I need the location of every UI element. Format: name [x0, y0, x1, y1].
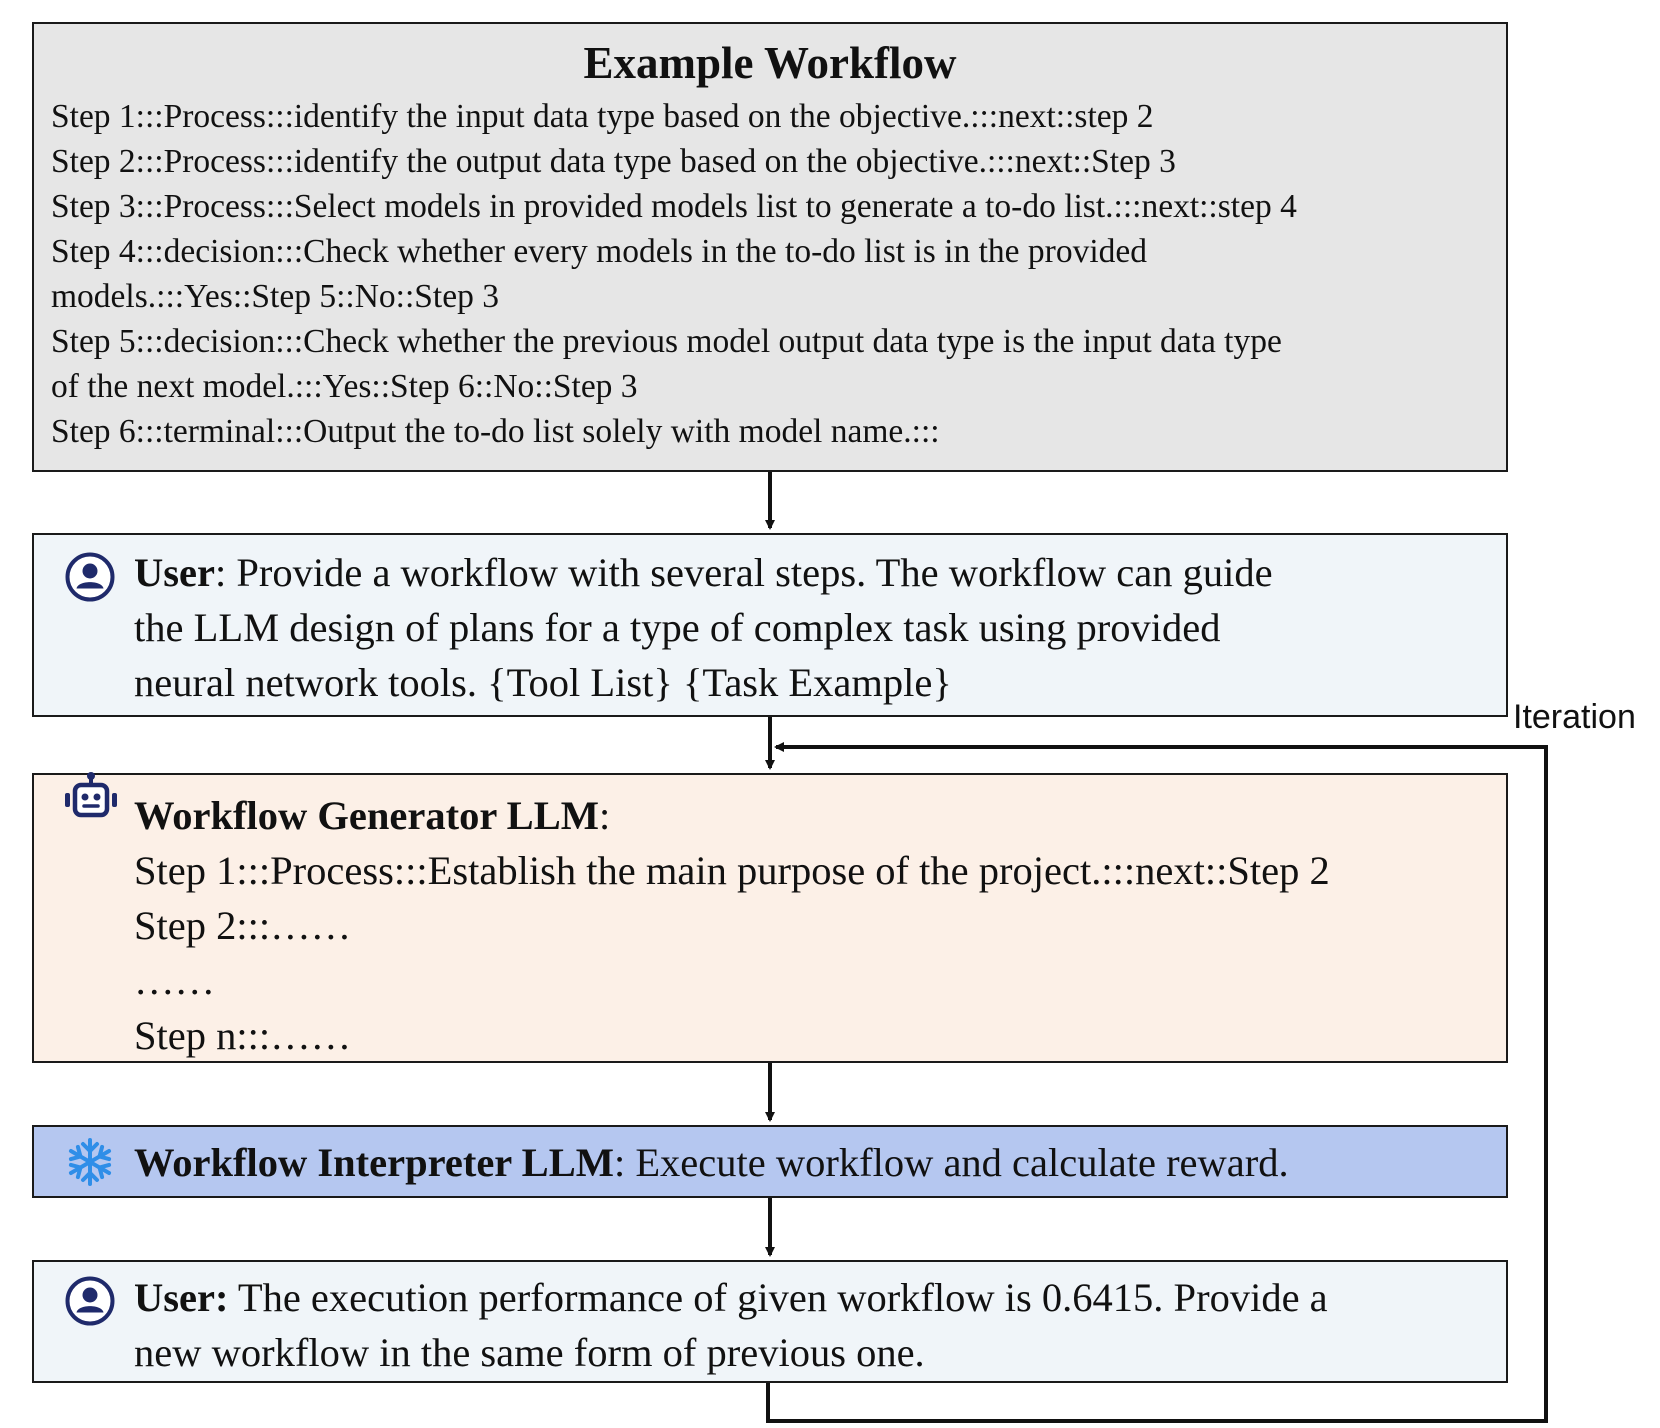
- interpreter-description: : Execute workflow and calculate reward.: [613, 1140, 1289, 1185]
- generator-title: Workflow Generator LLM: [134, 793, 599, 838]
- user-feedback-box: User: The execution performance of given…: [32, 1260, 1508, 1383]
- example-step-line: Step 1:::Process:::identify the input da…: [51, 98, 1154, 135]
- workflow-interpreter-box: Workflow Interpreter LLM: Execute workfl…: [32, 1125, 1508, 1198]
- user-speaker-label: User: [134, 550, 215, 595]
- example-workflow-title: Example Workflow: [583, 38, 957, 88]
- generator-step-line: Step n:::……: [134, 1013, 352, 1058]
- user-prompt-line: : Provide a workflow with several steps.…: [214, 550, 1273, 595]
- user-prompt-line: neural network tools. {Tool List} {Task …: [134, 660, 952, 705]
- robot-icon: [65, 772, 117, 818]
- generator-step-line: Step 1:::Process:::Establish the main pu…: [134, 848, 1330, 893]
- example-step-line: Step 3:::Process:::Select models in prov…: [51, 188, 1297, 225]
- example-step-line: Step 5:::decision:::Check whether the pr…: [51, 323, 1282, 360]
- iteration-label: Iteration: [1513, 698, 1636, 736]
- example-step-line: Step 2:::Process:::identify the output d…: [51, 143, 1176, 180]
- example-step-line: Step 6:::terminal:::Output the to-do lis…: [51, 413, 940, 450]
- generator-title-suffix: :: [598, 793, 611, 838]
- example-step-line: models.:::Yes::Step 5::No::Step 3: [51, 278, 499, 315]
- snowflake-icon: [68, 1138, 112, 1186]
- workflow-generator-box: Workflow Generator LLM: Step 1:::Process…: [32, 772, 1508, 1063]
- interpreter-title: Workflow Interpreter LLM: [134, 1140, 614, 1185]
- user-feedback-line: The execution performance of given workf…: [228, 1275, 1328, 1320]
- example-step-line: of the next model.:::Yes::Step 6::No::St…: [51, 368, 638, 405]
- user-prompt-text: User: Provide a workflow with several st…: [134, 545, 1504, 710]
- iteration-loop-arrow: [766, 742, 1548, 1423]
- generator-step-line: ……: [134, 958, 215, 1003]
- user-prompt-box: User: Provide a workflow with several st…: [32, 533, 1508, 717]
- user-feedback-text: User: The execution performance of given…: [134, 1270, 1504, 1380]
- example-workflow-box: Example Workflow Step 1:::Process:::iden…: [32, 22, 1508, 472]
- generator-step-line: Step 2:::……: [134, 903, 352, 948]
- example-workflow-steps: Step 1:::Process:::identify the input da…: [51, 94, 1491, 454]
- user-circle-icon: [65, 1276, 115, 1326]
- example-step-line: Step 4:::decision:::Check whether every …: [51, 233, 1147, 270]
- workflow-generator-text: Workflow Generator LLM: Step 1:::Process…: [134, 788, 1504, 1063]
- user-prompt-line: the LLM design of plans for a type of co…: [134, 605, 1221, 650]
- user-circle-icon: [65, 552, 115, 602]
- user-speaker-label: User:: [134, 1275, 229, 1320]
- user-feedback-line: new workflow in the same form of previou…: [134, 1330, 925, 1375]
- workflow-interpreter-text: Workflow Interpreter LLM: Execute workfl…: [134, 1135, 1504, 1190]
